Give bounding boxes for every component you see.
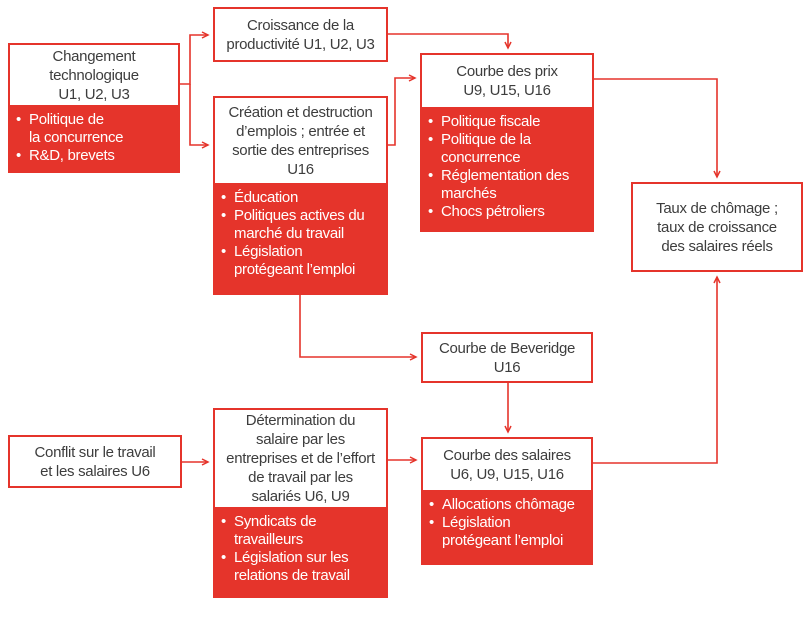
policy-section: •Politique de la concurrence•R&D, brevet… — [10, 105, 178, 171]
policy-list: •Politique de la concurrence•R&D, brevet… — [16, 111, 174, 165]
connector-salaires-to-chomage — [593, 275, 721, 464]
policy-item: •Politique de la concurrence — [16, 111, 124, 146]
policy-item: •Politique fiscale — [428, 113, 541, 130]
policy-list: •Syndicats de travailleurs•Législation s… — [221, 513, 382, 585]
box-title: Courbe des prix U9, U15, U16 — [456, 63, 558, 99]
bullet-icon: • — [428, 203, 433, 220]
bullet-icon: • — [428, 167, 433, 184]
box-courbe-des-prix: Courbe des prix U9, U15, U16 •Politique … — [420, 53, 594, 232]
box-determination-salaire: Détermination du salaire par les entrepr… — [213, 408, 388, 598]
bullet-icon: • — [221, 243, 226, 260]
box-conflit-travail-salaires: Conflit sur le travail et les salaires U… — [8, 435, 182, 488]
policy-section: •Syndicats de travailleurs•Législation s… — [215, 507, 386, 596]
policy-item: •Politique de la concurrence — [428, 131, 531, 166]
box-changement-technologique: Changement technologique U1, U2, U3 •Pol… — [8, 43, 180, 173]
policy-item: •Législation protégeant l’emploi — [429, 514, 564, 549]
bullet-icon: • — [221, 513, 226, 530]
box-title: Changement technologique U1, U2, U3 — [49, 47, 139, 103]
policy-item: •Législation protégeant l’emploi — [221, 243, 356, 278]
box-title: Conflit sur le travail et les salaires U… — [34, 443, 156, 480]
box-title: Courbe de Beveridge U16 — [438, 339, 576, 376]
policy-item: •R&D, brevets — [16, 147, 115, 164]
policy-list: •Politique fiscale•Politique de la concu… — [428, 113, 588, 221]
connector-prix-to-chomage — [594, 78, 721, 179]
connector-creation-to-beveridge — [299, 295, 418, 361]
connector-changement-to-croissance — [180, 31, 210, 85]
bullet-icon: • — [221, 189, 226, 206]
bullet-icon: • — [16, 111, 21, 128]
connector-creation-to-prix — [388, 74, 417, 146]
bullet-icon: • — [16, 147, 21, 164]
box-taux-de-chomage: Taux de chômage ; taux de croissance des… — [631, 182, 803, 272]
policy-item: •Allocations chômage — [429, 496, 575, 513]
bullet-icon: • — [428, 113, 433, 130]
connector-changement-to-creation — [189, 84, 210, 149]
policy-section: •Politique fiscale•Politique de la concu… — [422, 107, 592, 230]
policy-item: •Syndicats de travailleurs — [221, 513, 317, 548]
policy-list: •Allocations chômage•Législation protége… — [429, 496, 587, 550]
policy-list: •Éducation•Politiques actives du marché … — [221, 189, 382, 279]
box-title: Création et destruction d’emplois ; entr… — [228, 103, 373, 178]
box-croissance-productivite: Croissance de la productivité U1, U2, U3 — [213, 7, 388, 62]
bullet-icon: • — [221, 549, 226, 566]
box-title: Détermination du salaire par les entrepr… — [226, 412, 375, 505]
policy-item: •Chocs pétroliers — [428, 203, 545, 220]
box-title: Courbe des salaires U6, U9, U15, U16 — [443, 446, 571, 483]
policy-section: •Éducation•Politiques actives du marché … — [215, 183, 386, 293]
policy-section: •Allocations chômage•Législation protége… — [423, 490, 591, 563]
bullet-icon: • — [428, 131, 433, 148]
box-title: Croissance de la productivité U1, U2, U3 — [226, 16, 375, 53]
box-courbe-des-salaires: Courbe des salaires U6, U9, U15, U16 •Al… — [421, 437, 593, 565]
box-creation-destruction-emplois: Création et destruction d’emplois ; entr… — [213, 96, 388, 295]
bullet-icon: • — [429, 496, 434, 513]
policy-item: •Politiques actives du marché du travail — [221, 207, 365, 242]
policy-item: •Réglementation des marchés — [428, 167, 570, 202]
box-courbe-de-beveridge: Courbe de Beveridge U16 — [421, 332, 593, 383]
policy-item: •Éducation — [221, 189, 299, 206]
connector-croissance-to-prix — [388, 33, 512, 50]
box-title: Taux de chômage ; taux de croissance des… — [656, 199, 778, 255]
policy-item: •Législation sur les relations de travai… — [221, 549, 350, 584]
bullet-icon: • — [429, 514, 434, 531]
bullet-icon: • — [221, 207, 226, 224]
